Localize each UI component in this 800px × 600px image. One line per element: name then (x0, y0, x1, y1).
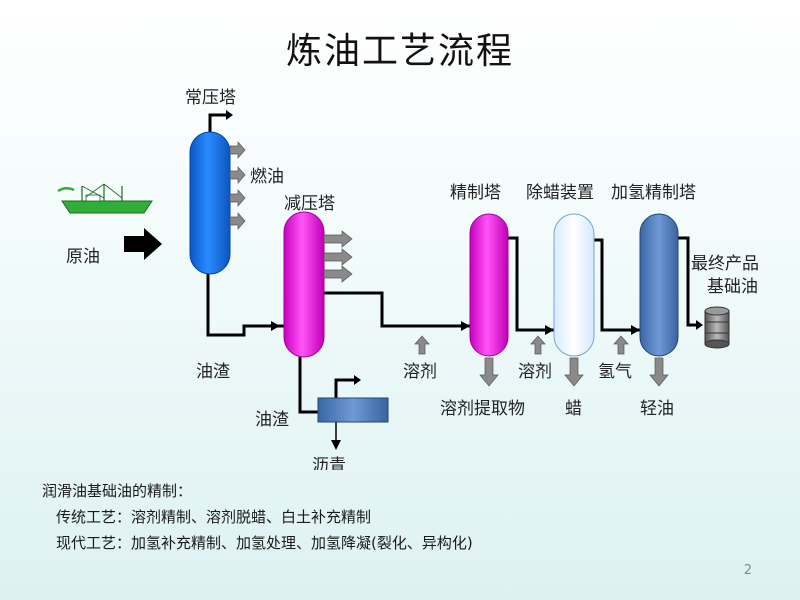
label-wax: 蜡 (565, 399, 582, 419)
atmospheric-tower (189, 131, 231, 275)
pipelines (206, 113, 700, 414)
refining-tower (469, 213, 509, 357)
solvent-inlet-arrow-2 (530, 335, 546, 355)
page-number: 2 (743, 563, 752, 578)
label-hydrogen: 氢气 (598, 362, 632, 382)
notes-block: 润滑油基础油的精制： 传统工艺：溶剂精制、溶剂脱蜡、白土补充精制 现代工艺：加氢… (42, 478, 473, 556)
label-vacuum-tower: 减压塔 (284, 194, 335, 214)
extract-outlet-arrow (479, 357, 499, 387)
label-dewaxing-unit: 除蜡装置 (526, 183, 594, 203)
asphalt-unit (317, 397, 389, 423)
label-solvent-1: 溶剂 (403, 362, 437, 382)
label-asphalt: 沥青 (312, 456, 346, 470)
vacuum-tower (283, 211, 325, 358)
label-solvent-extract: 溶剂提取物 (440, 399, 525, 419)
label-refining-tower: 精制塔 (450, 183, 501, 203)
notes-heading: 润滑油基础油的精制： (42, 482, 193, 500)
label-solvent-2: 溶剂 (518, 362, 552, 382)
hydrofining-tower (639, 213, 679, 357)
label-base-oil: 基础油 (707, 277, 758, 297)
vacuum-side-arrows (323, 230, 353, 283)
fuel-oil-side-arrows (229, 141, 246, 230)
notes-traditional: 传统工艺：溶剂精制、溶剂脱蜡、白土补充精制 (56, 508, 372, 526)
label-crude-oil: 原油 (66, 247, 100, 267)
slide-title: 炼油工艺流程 (285, 31, 514, 72)
dewaxing-unit (553, 213, 595, 357)
hydrogen-inlet-arrow (613, 335, 629, 355)
crude-oil-arrow (124, 228, 162, 260)
label-hydrofining-tower: 加氢精制塔 (611, 183, 696, 203)
asphalt-down-arrow (331, 440, 341, 450)
notes-modern: 现代工艺：加氢补充精制、加氢处理、加氢降凝(裂化、异构化) (56, 534, 473, 552)
oil-drum-icon (704, 306, 730, 349)
label-atmospheric-tower: 常压塔 (185, 88, 236, 108)
wax-outlet-arrow (564, 357, 584, 387)
solvent-inlet-arrow-1 (414, 335, 430, 355)
pipe-arrowheads (226, 110, 703, 385)
label-residue-2: 油渣 (255, 410, 289, 430)
label-fuel-oil: 燃油 (250, 167, 284, 187)
light-oil-outlet-arrow (649, 357, 669, 387)
label-residue-1: 油渣 (196, 362, 230, 382)
tanker-ship-icon (57, 183, 153, 214)
label-final-product: 最终产品 (691, 254, 759, 274)
label-light-oil: 轻油 (640, 399, 674, 419)
process-flow-diagram: 常压塔 燃油 原油 减压塔 油渣 油渣 沥青 溶剂 精制塔 溶剂提取物 除蜡装置… (57, 88, 759, 470)
